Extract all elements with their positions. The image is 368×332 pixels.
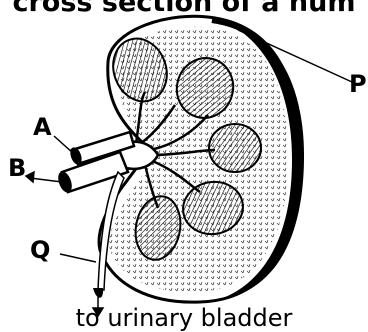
label-B: B xyxy=(8,156,26,180)
label-P: P xyxy=(349,72,367,96)
label-Q: Q xyxy=(30,238,50,262)
label-A: A xyxy=(33,115,52,139)
